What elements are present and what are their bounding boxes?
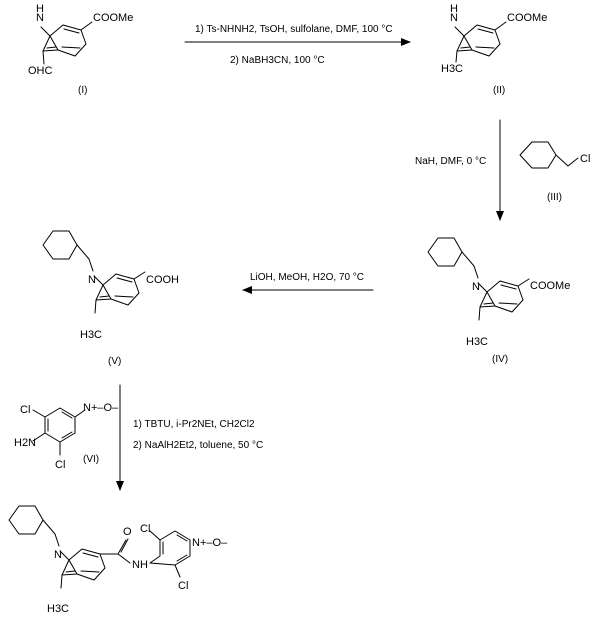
compound-iv-ester: COOMe (530, 280, 570, 292)
compound-i-ester: COOMe (93, 12, 133, 24)
compound-ii-ester: COOMe (507, 12, 547, 24)
step-4: 1) TBTU, i-Pr2NEt, CH2Cl2 2) NaAlH2Et2, … (116, 384, 263, 491)
compound-ii-structure: N H COOMe H3C (II) (441, 3, 547, 96)
compound-v-n: N (88, 274, 96, 286)
compound-ii-methyl: H3C (441, 63, 463, 75)
compound-iv-methyl: H3C (466, 336, 488, 348)
step-3: LiOH, MeOH, H2O, 70 °C (242, 272, 374, 294)
compound-vi-noxide: N+–O– (83, 402, 119, 414)
compound-v-structure: N COOH H3C (V) (42, 230, 179, 367)
step-3-conditions: LiOH, MeOH, H2O, 70 °C (250, 272, 364, 283)
product-structure: N O NH Cl Cl N+–O– H3C (8, 505, 228, 615)
compound-v-label: (V) (108, 356, 121, 367)
compound-vi-label: (VI) (83, 454, 99, 465)
compound-i-label: (I) (78, 85, 87, 96)
product-cl-bottom: Cl (178, 580, 188, 592)
step-1-line-1: 1) Ts-NHNH2, TsOH, sulfolane, DMF, 100 °… (195, 24, 393, 35)
product-cl-top: Cl (140, 523, 150, 535)
compound-iii-label: (III) (547, 192, 562, 203)
product-amide-o: O (123, 526, 132, 538)
compound-iv-label: (IV) (492, 354, 508, 365)
compound-v-acid: COOH (146, 274, 179, 286)
compound-ii-h: H (450, 3, 458, 15)
compound-v-methyl: H3C (80, 329, 102, 341)
step-4-line-1: 1) TBTU, i-Pr2NEt, CH2Cl2 (133, 419, 255, 430)
product-noxide: N+–O– (192, 537, 228, 549)
compound-i-n: N (36, 12, 44, 24)
step-4-line-2: 2) NaAlH2Et2, toluene, 50 °C (133, 440, 263, 451)
product-n: N (54, 549, 62, 561)
step-1: 1) Ts-NHNH2, TsOH, sulfolane, DMF, 100 °… (184, 24, 411, 66)
compound-vi-cl-bottom: Cl (55, 459, 65, 471)
compound-vi-cl-top: Cl (20, 404, 30, 416)
compound-vi-amine: H2N (14, 437, 36, 449)
compound-ii-label: (II) (493, 85, 505, 96)
step-1-line-2: 2) NaBH3CN, 100 °C (230, 55, 325, 66)
compound-iv-structure: N COOMe H3C (IV) (427, 237, 570, 365)
compound-i-aldehyde: OHC (28, 65, 53, 77)
compound-vi-structure: Cl H2N Cl N+–O– (VI) (14, 402, 119, 471)
product-amide-nh: NH (132, 559, 148, 571)
compound-iv-n: N (472, 281, 480, 293)
product-methyl: H3C (47, 603, 69, 615)
compound-i-structure: N H COOMe OHC (I) (28, 3, 133, 96)
compound-i-h: H (36, 3, 44, 15)
compound-ii-n: N (450, 12, 458, 24)
compound-iii-structure: Cl (III) (519, 141, 590, 203)
step-2: NaH, DMF, 0 °C (415, 119, 504, 221)
compound-iii-cl: Cl (580, 153, 590, 165)
step-2-conditions: NaH, DMF, 0 °C (415, 156, 486, 167)
